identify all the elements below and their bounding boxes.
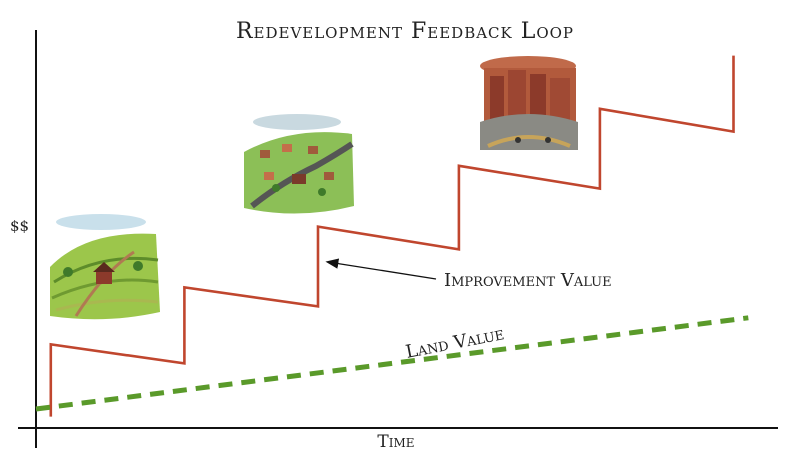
suburb-illustration <box>244 114 354 214</box>
y-axis-label: $$ <box>10 217 29 235</box>
farmland-illustration <box>50 214 160 320</box>
city-illustration <box>480 56 578 150</box>
improvement-value-label: Improvement Value <box>444 270 612 291</box>
improvement-arrow <box>325 258 437 280</box>
land-value-line <box>35 315 749 412</box>
x-axis-label: Time <box>377 432 414 452</box>
chart-title: Redevelopment Feedback Loop <box>236 19 574 44</box>
improvement-value-line <box>49 55 735 417</box>
